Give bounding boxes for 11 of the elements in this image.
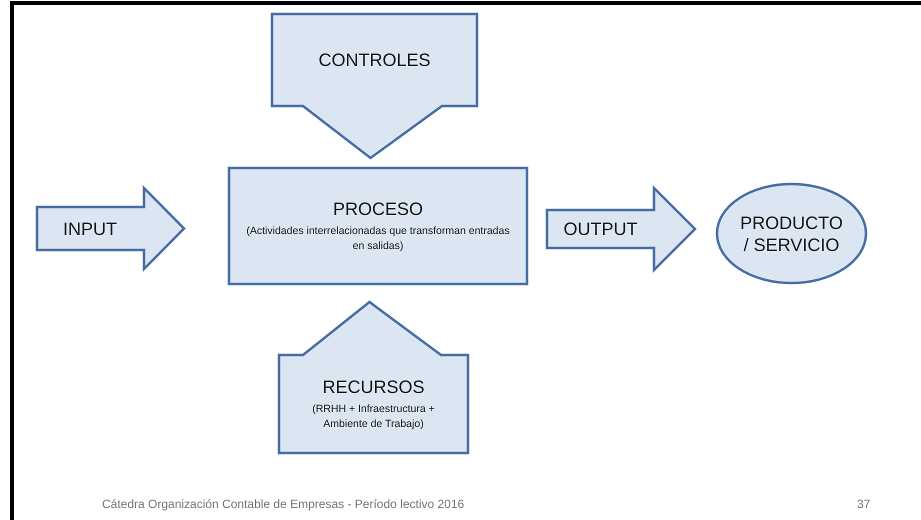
node-description: (RRHH + Infraestructura + Ambiente de Trabajo) xyxy=(311,402,436,432)
node-title: CONTROLES xyxy=(318,49,431,71)
edge-label: OUTPUT xyxy=(564,218,638,240)
node-title: INPUT xyxy=(63,218,117,240)
block-arrow xyxy=(546,184,697,274)
page-number: 37 xyxy=(857,497,870,511)
node-title: PRODUCTO / SERVICIO xyxy=(739,212,844,256)
node-title: RECURSOS xyxy=(322,376,424,398)
footer-text: Cátedra Organización Contable de Empresas - Período lectivo 2016 xyxy=(102,497,464,511)
node-description: (Actividades interrelacionadas que transforman entradas en salidas) xyxy=(245,224,511,254)
node-title: PROCESO xyxy=(332,198,424,220)
